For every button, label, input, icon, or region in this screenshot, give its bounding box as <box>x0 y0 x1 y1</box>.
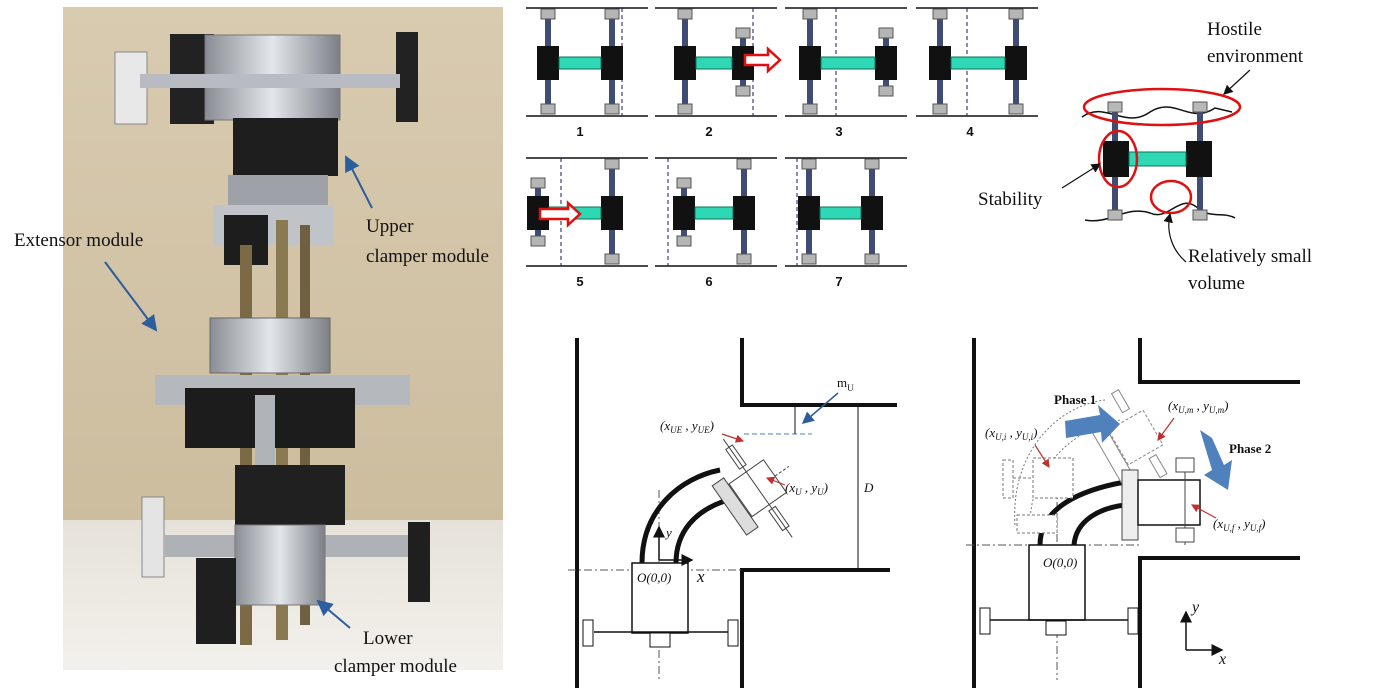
gait-step-number: 6 <box>705 274 712 289</box>
volume-highlight-ellipse <box>1149 179 1193 215</box>
extensor-label: Extensor module <box>14 230 143 251</box>
phase1-label: Phase 1 <box>1054 392 1096 407</box>
gait-step-number: 7 <box>835 274 842 289</box>
turn2-um-label: (xU,m , yU,m) <box>1168 398 1228 415</box>
small-volume-line2: volume <box>1188 273 1245 294</box>
turn1-upper-clamper <box>711 438 793 538</box>
stability-pointer <box>1061 163 1102 189</box>
label-upper-clamper: Upper clamper module <box>345 155 489 267</box>
gait-step-5: 5 <box>526 157 648 289</box>
turn1-extensor-arc-inner <box>673 497 729 564</box>
upper-label-line2: clamper module <box>366 246 489 267</box>
gait-step-number: 3 <box>835 124 842 139</box>
upper-label-line1: Upper <box>366 216 414 237</box>
small-volume-pointer <box>1163 212 1187 263</box>
stability-label: Stability <box>978 189 1043 210</box>
gait-step-2: 2 <box>655 7 782 139</box>
hostile-highlight-ellipse <box>1082 87 1242 127</box>
concept-robot <box>1103 101 1212 221</box>
gait-step-3: 3 <box>785 7 907 139</box>
extensor-pointer-arrow <box>104 261 158 332</box>
label-extensor: Extensor module <box>14 230 158 332</box>
gait-step-7: 7 <box>785 157 907 289</box>
hostile-label-line1: Hostile <box>1207 19 1262 40</box>
lower-label-line1: Lower <box>363 628 413 649</box>
gait-step-number: 1 <box>576 124 583 139</box>
turn2-origin-label: O(0,0) <box>1043 555 1077 570</box>
gait-step-6: 6 <box>655 157 777 289</box>
turn-diagram-1: y x O(0,0) D mU (xUE , yUE) (xU , yU) <box>568 338 897 688</box>
turn1-extensor-arc-outer <box>639 467 721 564</box>
move-arrow-icon <box>538 200 582 228</box>
hostile-top-wall <box>1081 106 1233 119</box>
gait-step-4: 4 <box>916 7 1038 139</box>
phase2-label: Phase 2 <box>1229 441 1271 456</box>
robot-photo <box>63 7 503 670</box>
turn1-mu-label: mU <box>837 375 854 393</box>
label-lower-clamper: Lower clamper module <box>316 599 457 677</box>
turn2-x-axis-label: x <box>1218 651 1226 668</box>
turn2-robot-body <box>1028 544 1086 621</box>
gait-step-number: 5 <box>576 274 583 289</box>
gait-step-number: 4 <box>966 124 974 139</box>
turn2-final-clamper <box>1121 457 1201 545</box>
upper-pointer-arrow <box>345 155 373 209</box>
turn1-xue-label: (xUE , yUE) <box>660 418 714 435</box>
phase2-arrow <box>1200 430 1232 490</box>
gait-sequence: 1 2 3 4 5 6 7 <box>526 7 1038 289</box>
lower-label-line2: clamper module <box>334 656 457 677</box>
turn1-robot-body <box>631 562 689 634</box>
turn1-x-axis-label: x <box>696 567 705 586</box>
lower-pointer-arrow <box>316 599 351 629</box>
turn1-y-axis-label: y <box>664 525 672 540</box>
move-arrow-icon <box>743 46 782 74</box>
turn1-D-label: D <box>863 480 874 495</box>
phase1-arrow <box>1065 405 1120 443</box>
concept-schematic: Hostile environment Stability Relatively… <box>978 19 1312 294</box>
hostile-label-line2: environment <box>1207 46 1304 67</box>
stability-highlight-ellipse <box>1097 129 1139 189</box>
turn2-uf-label: (xU,f , yU,f) <box>1213 516 1265 533</box>
turn-diagram-2: Phase 1 Phase 2 (xU,i , yU,i) (xU,m , yU… <box>966 338 1300 688</box>
turn1-xu-label: (xU , yU) <box>785 480 828 497</box>
small-volume-line1: Relatively small <box>1188 246 1312 267</box>
hostile-pointer <box>1223 69 1251 95</box>
gait-step-number: 2 <box>705 124 712 139</box>
turn1-origin-label: O(0,0) <box>637 570 671 585</box>
turn2-ui-label: (xU,i , yU,i) <box>985 425 1037 442</box>
turn2-initial-ghost <box>1002 457 1074 534</box>
turn2-y-axis-label: y <box>1190 599 1200 616</box>
gait-step-1: 1 <box>526 7 648 139</box>
